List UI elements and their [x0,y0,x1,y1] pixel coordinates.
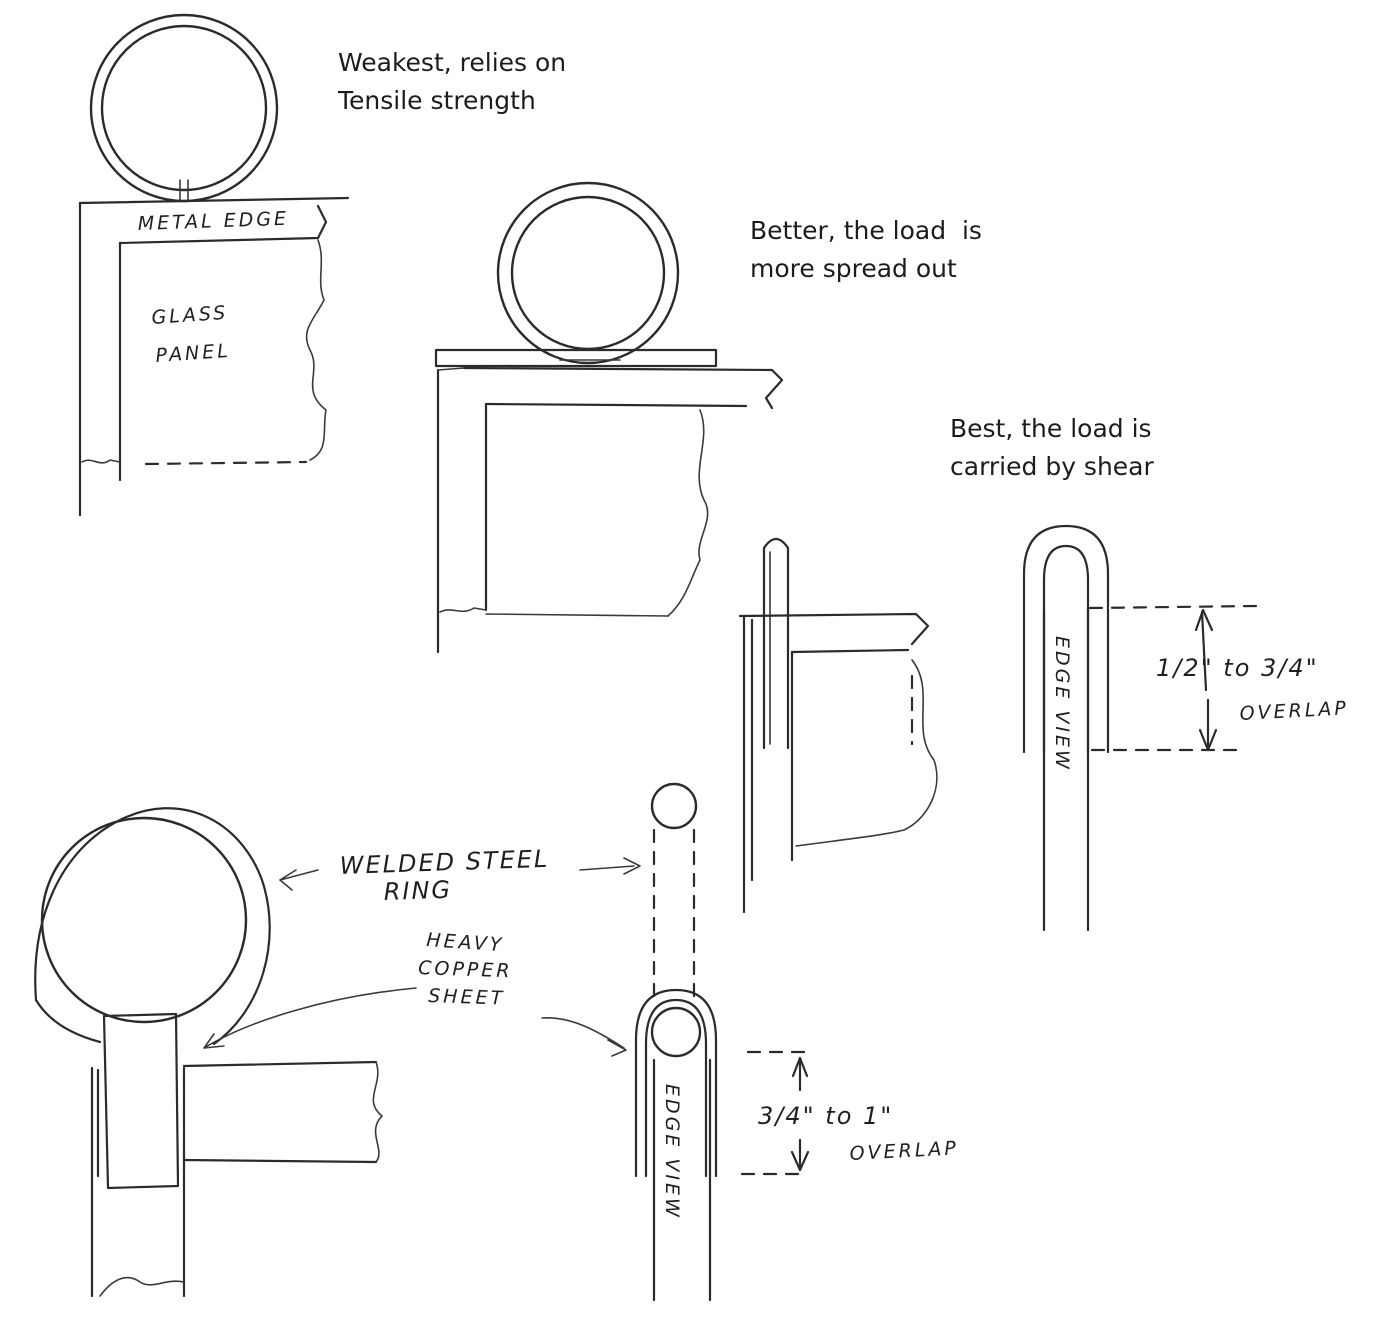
overlap-dimension-b [541,1017,810,1176]
ring-on-strip [496,181,680,365]
leader-lines [203,857,641,1049]
label-ring: RING [383,876,452,906]
caption-better-line1: Better, the load is [750,216,982,245]
label-overlap-a-word: OVERLAP [1239,697,1349,725]
label-metal-edge: METAL EDGE [137,208,289,235]
copper-sheet-sleeve [90,1012,186,1298]
label-sheet: SHEET [428,985,506,1010]
figure-better [434,181,784,654]
large-welded-ring [34,807,271,1046]
caption-best-line1: Best, the load is [950,414,1152,443]
caption-weakest-line2: Tensile strength [338,86,536,115]
label-panel: PANEL [155,340,232,367]
figure-weakest: METAL EDGE GLASS PANEL [78,13,350,517]
label-glass: GLASS [151,302,229,329]
caption-better-line2: more spread out [750,254,957,283]
label-overlap-a-size: 1/2" to 3/4" [1156,654,1319,682]
label-edge-view-b: EDGE VIEW [661,1084,683,1220]
label-overlap-b-size: 3/4" to 1" [758,1102,893,1130]
overlap-dimension-a [1088,604,1258,752]
ring-cross-section-wrapped [634,988,718,1178]
label-edge-view-a: EDGE VIEW [1051,636,1073,772]
label-welded-steel: WELDED STEEL [339,845,549,880]
figure-copper-sheet-large: WELDED STEEL RING HEAVY COPPER SHEET [34,807,641,1298]
folded-strip-section [762,537,790,750]
figure-best-section [738,537,938,914]
caption-best-line2: carried by shear [950,452,1154,481]
glass-stub [182,1060,383,1164]
soldered-strip [434,348,718,368]
glass-edge-view-2 [652,1058,712,1302]
glass-panel [81,239,327,466]
label-overlap-b-word: OVERLAP [849,1137,959,1165]
metal-edge-channel [78,196,350,517]
edge-channel-section [738,612,938,914]
figure-best-edge-view: EDGE VIEW 1/2" to 3/4" OVERLAP [1022,524,1349,932]
label-heavy: HEAVY [426,929,505,956]
metal-edge-channel-2 [436,366,784,654]
glass-edge-view [1042,608,1090,932]
u-fold-strip [1022,524,1110,754]
figure-copper-sheet-edge-view: EDGE VIEW 3/4" to 1" OVERLAP [541,782,959,1302]
welded-ring-top [89,13,279,203]
ring-cross-section-top [650,782,698,998]
caption-weakest-line1: Weakest, relies on [338,48,567,77]
glass-panel-2 [439,409,709,617]
label-copper: COPPER [418,957,513,982]
